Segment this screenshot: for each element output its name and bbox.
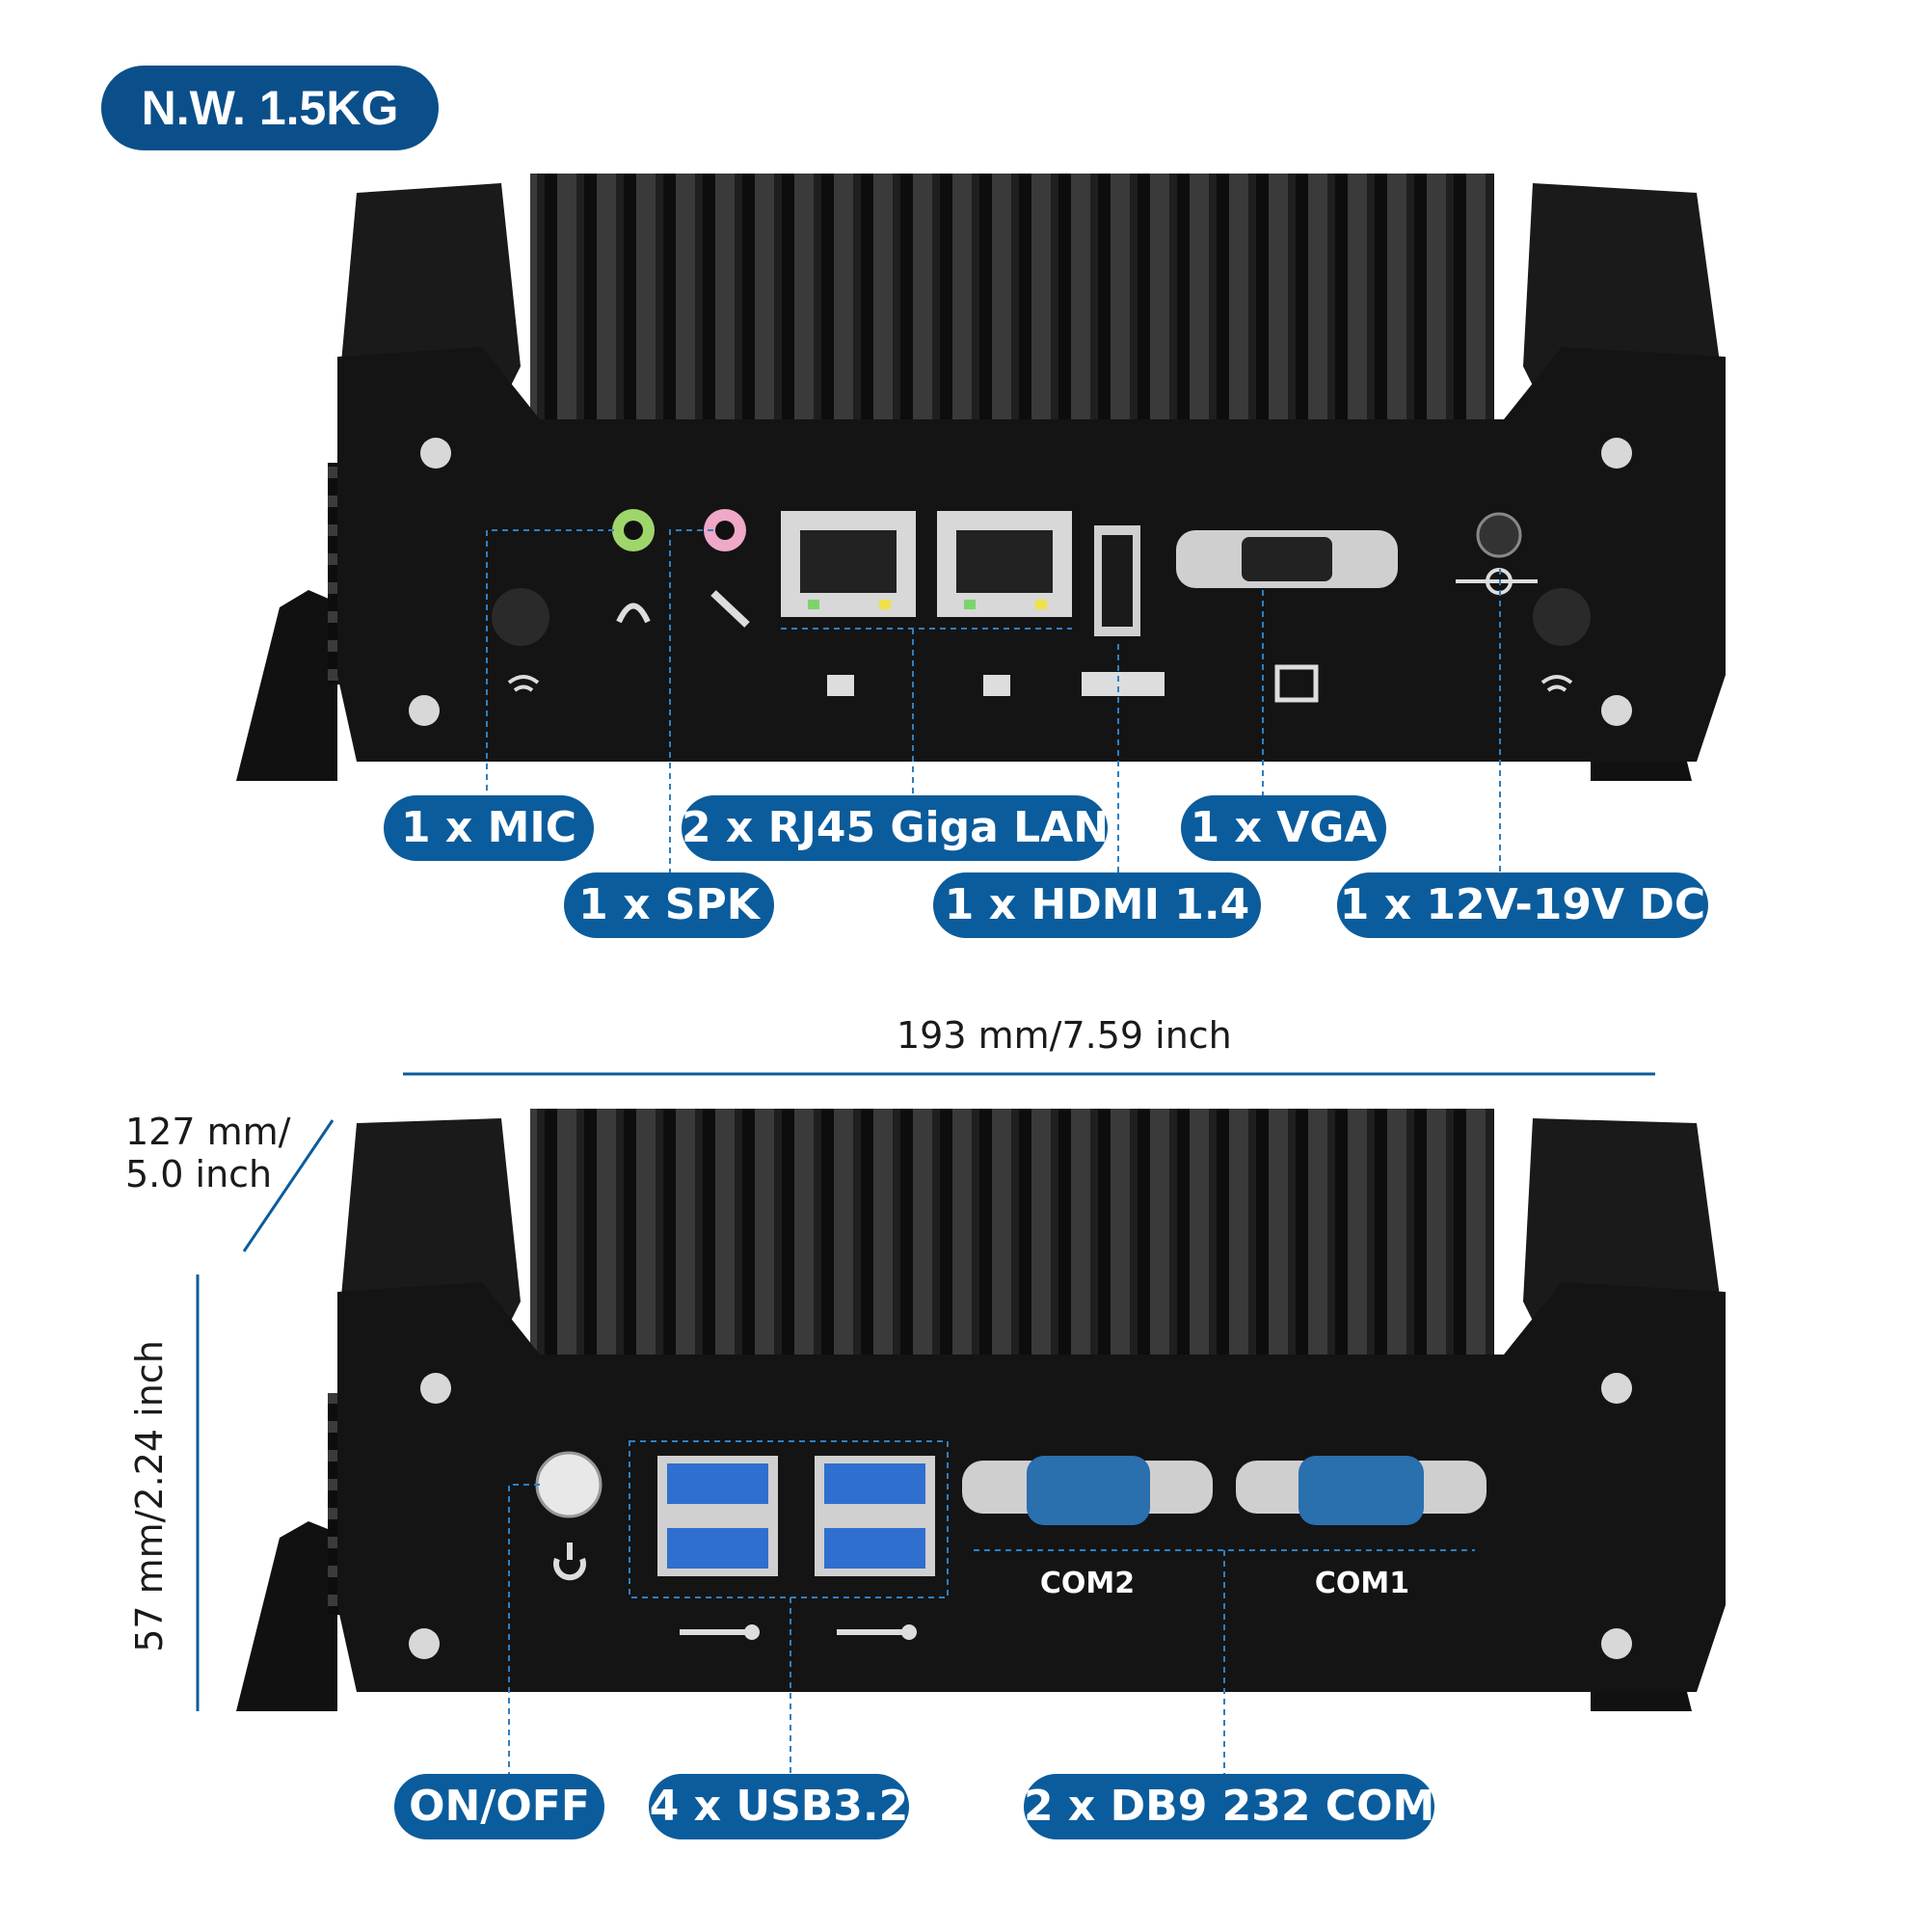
spk-callout: 1 x SPK	[564, 872, 774, 938]
top-device	[236, 174, 1726, 781]
top-heatsink-fins	[530, 174, 1494, 424]
usb-stack-right	[815, 1456, 935, 1576]
screw-icon	[1601, 438, 1632, 469]
screw-icon	[409, 695, 440, 726]
wifi-antenna-cap	[492, 588, 549, 646]
lan-callout: 2 x RJ45 Giga LAN	[682, 795, 1109, 861]
usb-group-outline	[629, 1440, 949, 1598]
screw-icon	[420, 438, 451, 469]
power-button	[535, 1451, 602, 1518]
vga-callout: 1 x VGA	[1181, 795, 1386, 861]
bottom-leader-lines	[508, 1484, 1475, 1774]
microphone-icon	[710, 590, 750, 628]
power-callout: ON/OFF	[394, 1774, 604, 1839]
top-leader-lines	[486, 529, 1501, 872]
left-mounting-flange	[236, 590, 337, 781]
depth-dimension-label-line1: 127 mm/	[125, 1111, 291, 1153]
height-dimension-label: 57 mm/2.24 inch	[128, 1340, 171, 1652]
mic-callout: 1 x MIC	[384, 795, 594, 861]
screw-icon	[409, 1628, 440, 1659]
screw-icon	[420, 1373, 451, 1404]
bottom-heatsink-fins	[530, 1109, 1494, 1355]
usb-callout: 4 x USB3.2	[649, 1774, 909, 1839]
hdmi-callout: 1 x HDMI 1.4	[933, 872, 1261, 938]
usb-stack-left	[657, 1456, 778, 1576]
dc-callout: 1 x 12V-19V DC	[1337, 872, 1708, 938]
headphone-icon	[616, 603, 651, 624]
screw-icon	[1601, 1628, 1632, 1659]
left-mounting-flange	[236, 1521, 337, 1711]
power-icon	[553, 1557, 586, 1581]
usb-icon	[837, 1624, 917, 1640]
screw-icon	[1601, 1373, 1632, 1404]
vga-icon	[1274, 664, 1319, 703]
wifi-antenna-icon	[1540, 675, 1573, 692]
network-icon	[827, 675, 854, 696]
com2-label: COM2	[1040, 1567, 1135, 1600]
width-dimension-label: 193 mm/7.59 inch	[897, 1014, 1232, 1057]
hdmi-icon	[1082, 672, 1165, 696]
dc-jack	[1476, 512, 1522, 558]
com1-label: COM1	[1315, 1567, 1409, 1600]
wifi-antenna-icon	[507, 675, 540, 692]
depth-dimension-label-line2: 5.0 inch	[125, 1153, 273, 1195]
depth-dimension-line	[242, 1119, 335, 1252]
bottom-device: COM2 COM1	[236, 1109, 1726, 1711]
wifi-antenna-cap	[1533, 588, 1591, 646]
network-icon	[983, 675, 1010, 696]
usb-icon	[680, 1624, 760, 1640]
weight-badge: N.W. 1.5KG	[101, 66, 439, 150]
screw-icon	[1601, 695, 1632, 726]
com-callout: 2 x DB9 232 COM	[1024, 1774, 1434, 1839]
